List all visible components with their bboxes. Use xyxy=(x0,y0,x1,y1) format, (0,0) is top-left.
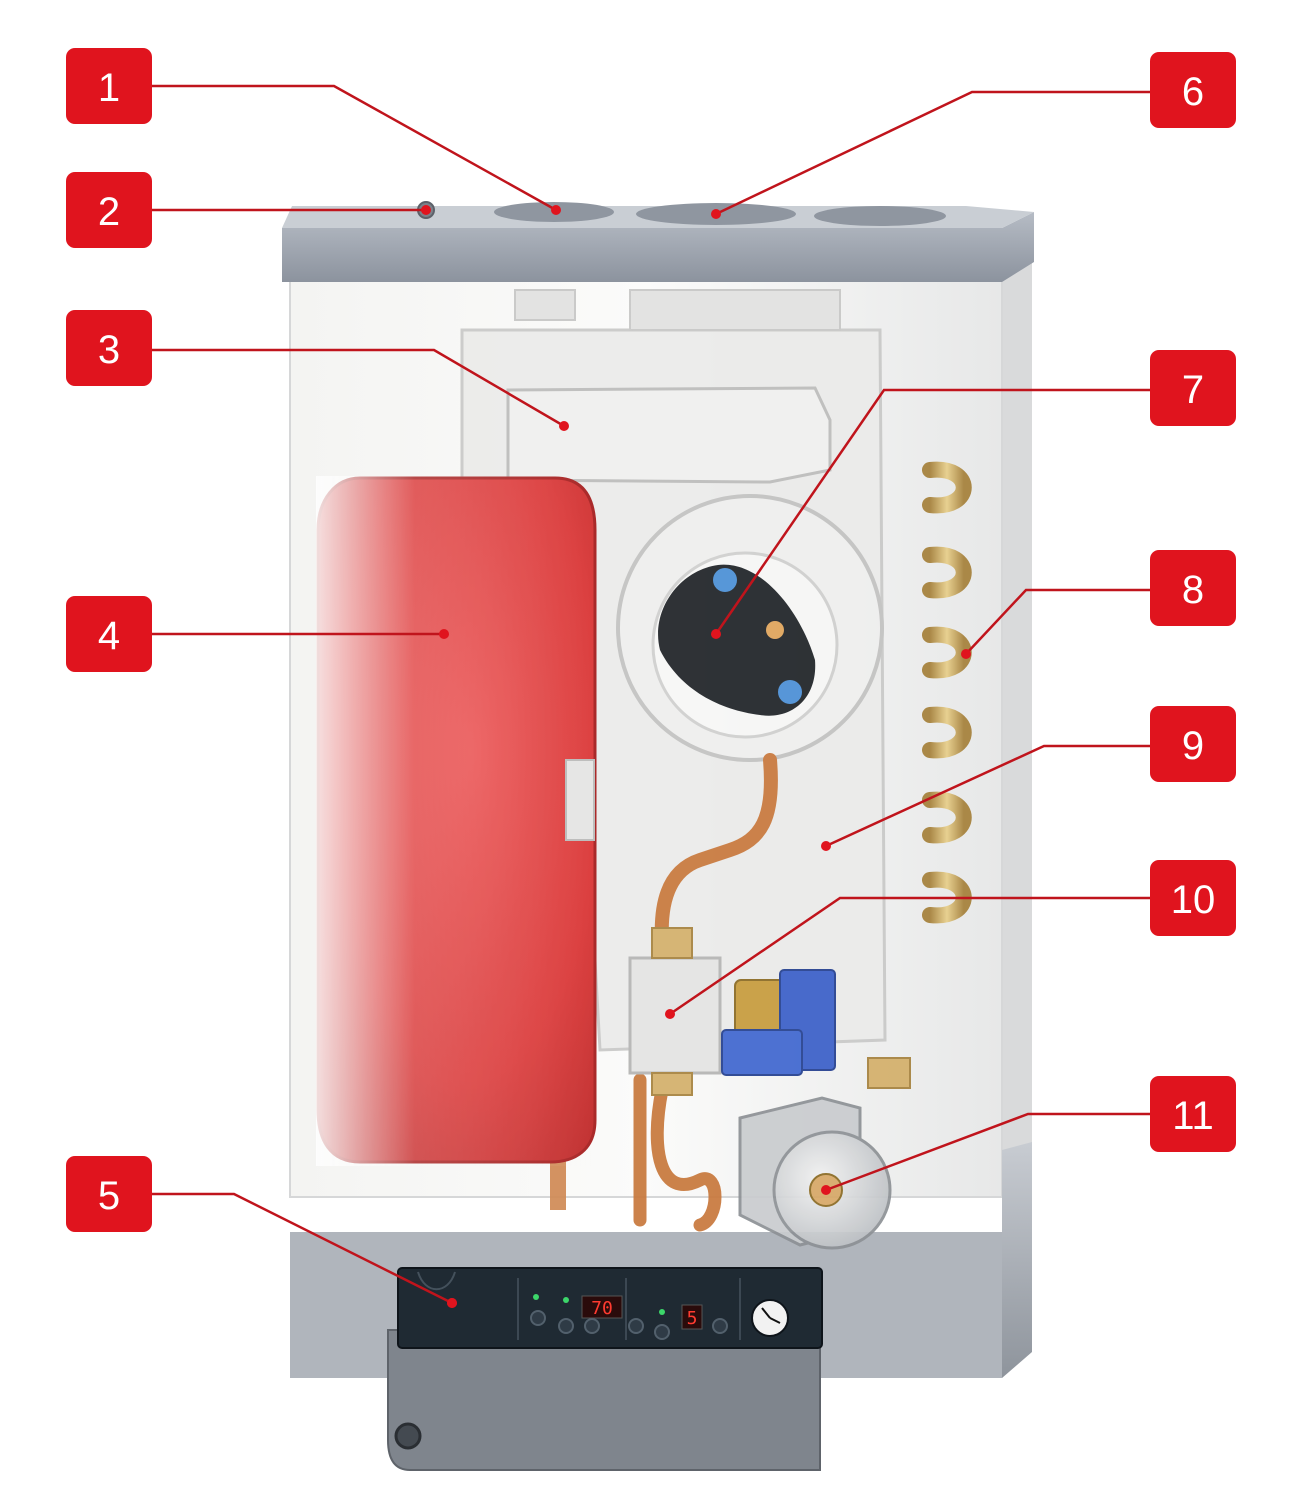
callout-badge-6: 6 xyxy=(1150,52,1236,128)
svg-text:5: 5 xyxy=(98,1174,120,1218)
callout-badge-1: 1 xyxy=(66,48,152,124)
panel-button-3[interactable] xyxy=(584,1318,600,1334)
anchor-dot-4 xyxy=(439,629,449,639)
anchor-dot-5 xyxy=(447,1298,457,1308)
svg-text:8: 8 xyxy=(1182,568,1204,612)
timer-clock-hand-1 xyxy=(761,1307,771,1319)
callout-badge-9: 9 xyxy=(1150,706,1236,782)
burner-box xyxy=(506,386,832,484)
anchor-dots xyxy=(421,205,971,1308)
anchor-dot-9 xyxy=(821,841,831,851)
svg-text:6: 6 xyxy=(1182,70,1204,114)
svg-text:2: 2 xyxy=(98,190,120,234)
panel-led-green-2 xyxy=(563,1297,569,1303)
anchor-dot-7 xyxy=(711,629,721,639)
leader-line-5 xyxy=(150,1192,453,1305)
gas-valve-fitting-top xyxy=(651,927,693,959)
leader-line-7 xyxy=(714,388,1150,635)
heat-exchanger-top xyxy=(514,289,841,331)
panel-knob[interactable] xyxy=(394,1422,422,1450)
callout-badge-2: 2 xyxy=(66,172,152,248)
pump-union xyxy=(867,1057,911,1089)
svg-text:4: 4 xyxy=(98,614,120,658)
expansion-vessel-fade xyxy=(316,476,598,1166)
panel-led-green-1 xyxy=(533,1294,539,1300)
panel-led-green-3 xyxy=(659,1309,665,1315)
svg-text:3: 3 xyxy=(98,328,120,372)
anchor-dot-10 xyxy=(665,1009,675,1019)
anchor-dot-2 xyxy=(421,205,431,215)
callout-badge-11: 11 xyxy=(1150,1076,1236,1152)
leader-lines xyxy=(150,84,1160,1305)
anchor-dot-8 xyxy=(961,649,971,659)
gas-valve-fitting-bottom xyxy=(651,1072,693,1096)
svg-text:9: 9 xyxy=(1182,724,1204,768)
leader-line-6 xyxy=(715,90,1150,216)
callout-badge-8: 8 xyxy=(1150,550,1236,626)
control-panel-drop xyxy=(387,1329,821,1471)
svg-text:11: 11 xyxy=(1172,1094,1214,1138)
fan-blade-highlight-2 xyxy=(778,680,802,704)
fan-blade-highlight-1 xyxy=(713,568,737,592)
solenoid-blue-lower xyxy=(721,1029,803,1076)
panel-button-6[interactable] xyxy=(712,1318,728,1334)
internal-components xyxy=(316,289,972,1250)
anchor-dot-1 xyxy=(551,205,561,215)
callout-badge-10: 10 xyxy=(1150,860,1236,936)
svg-text:10: 10 xyxy=(1171,878,1216,922)
panel-button-5[interactable] xyxy=(654,1324,670,1340)
callout-badge-3: 3 xyxy=(66,310,152,386)
leader-line-3 xyxy=(150,348,565,428)
leader-line-9 xyxy=(825,744,1150,848)
copper-pipe-fan-outlet xyxy=(654,753,778,947)
flue-opening-3 xyxy=(814,206,946,226)
callout-badges: 1 2 3 4 5 6 7 8 xyxy=(66,48,1236,1232)
mode-display-value: 5 xyxy=(687,1308,698,1329)
callout-badge-4: 4 xyxy=(66,596,152,672)
casing-top-lid xyxy=(282,212,1034,282)
leader-line-8 xyxy=(965,588,1150,655)
expansion-vessel-clip xyxy=(565,759,595,841)
fan-impeller xyxy=(658,564,816,716)
anchor-dot-11 xyxy=(821,1185,831,1195)
panel-button-1[interactable] xyxy=(530,1310,546,1326)
leader-line-10 xyxy=(669,896,1160,1016)
panel-button-4[interactable] xyxy=(628,1318,644,1334)
svg-text:1: 1 xyxy=(98,66,120,110)
casing-right-side xyxy=(1000,242,1032,1170)
anchor-dot-3 xyxy=(559,421,569,431)
leader-line-1 xyxy=(150,84,557,212)
timer-clock-hand-2 xyxy=(769,1317,781,1324)
gas-valve-block xyxy=(628,956,722,1075)
fan-blade-highlight-3 xyxy=(766,621,784,639)
panel-lens xyxy=(417,1271,456,1291)
copper-pipe-lower xyxy=(633,1073,722,1232)
leader-line-11 xyxy=(825,1112,1160,1192)
panel-button-2[interactable] xyxy=(558,1318,574,1334)
anchor-dot-6 xyxy=(711,209,721,219)
mode-display xyxy=(681,1304,703,1330)
temperature-display-value: 70 xyxy=(591,1298,613,1319)
control-panel: 70 5 xyxy=(387,1267,823,1471)
temperature-display xyxy=(581,1295,623,1319)
callout-badge-7: 7 xyxy=(1150,350,1236,426)
svg-text:7: 7 xyxy=(1182,368,1204,412)
callout-badge-5: 5 xyxy=(66,1156,152,1232)
